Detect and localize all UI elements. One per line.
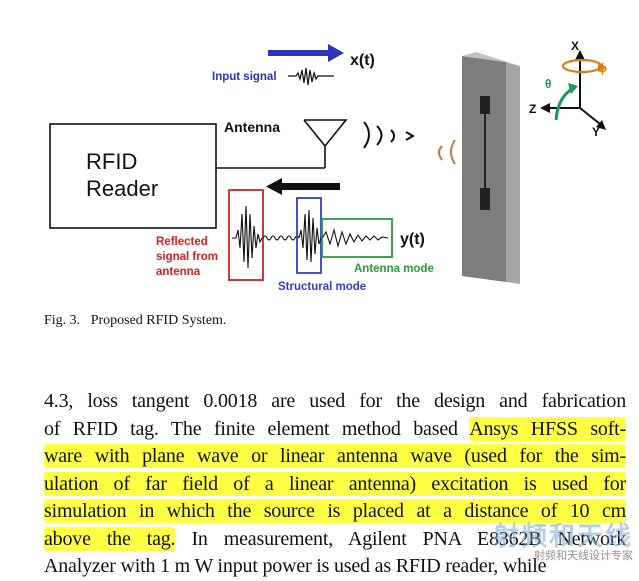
- metal-plate-with-tag: [462, 52, 520, 284]
- y-signal-label: y(t): [400, 231, 425, 248]
- reader-label-reader: Reader: [86, 176, 158, 201]
- tag-top-element: [480, 96, 490, 114]
- backscatter-wave-icon: [438, 139, 456, 165]
- coil-connector: [262, 235, 300, 241]
- phi-rotation-arrow: [561, 58, 603, 74]
- input-signal-arrow: [268, 44, 344, 62]
- axis-theta-label: θ: [545, 77, 552, 91]
- body-line: above the tag. In measurement, Agilent P…: [44, 526, 627, 551]
- structural-waveform: [298, 209, 322, 263]
- antenna-symbol: [303, 119, 348, 168]
- return-arrow: [266, 178, 340, 195]
- structural-mode-label: Structural mode: [278, 281, 366, 293]
- rfid-system-figure: x(t) Input signal RFID Reader Antenna y(…: [49, 39, 607, 293]
- body-line: of RFID tag. The finite element method b…: [44, 416, 626, 441]
- body-line: 4.3, loss tangent 0.0018 are used for th…: [44, 390, 626, 412]
- x-signal-label: x(t): [350, 52, 375, 69]
- reader-label-rfid: RFID: [86, 149, 137, 174]
- input-signal-waveform: [288, 67, 334, 86]
- outgoing-wave-icon: [363, 121, 416, 149]
- body-line: ware with plane wave or linear antenna w…: [44, 443, 626, 471]
- highlight: Ansys HFSS soft-: [469, 416, 626, 441]
- watermark: 射频和天线 射频和天线设计专家: [493, 524, 633, 561]
- reflected-label-1: Reflected: [156, 236, 208, 248]
- figure-caption-text: Proposed RFID System.: [90, 313, 227, 328]
- figure-caption: Fig. 3. Proposed RFID System.: [44, 313, 226, 329]
- reflected-signal-box: [228, 189, 264, 281]
- axis-phi-label: ϕ: [598, 61, 607, 75]
- body-line: ulation of far field of a linear antenna…: [44, 471, 626, 499]
- coordinate-axes: [540, 50, 606, 130]
- axis-y-label: Y: [592, 125, 600, 139]
- axis-x-label: X: [571, 39, 579, 53]
- structural-mode-box: [296, 197, 322, 274]
- highlight: ulation of far field of a linear antenna…: [44, 471, 626, 496]
- highlight: simulation in which the source is placed…: [44, 499, 626, 523]
- antenna-label: Antenna: [224, 119, 280, 135]
- reflected-waveform: [232, 205, 263, 269]
- watermark-subtitle: 射频和天线设计专家: [534, 549, 633, 562]
- highlight: above the tag.: [44, 526, 176, 551]
- antenna-mode-waveform: [321, 227, 389, 249]
- watermark-title: 射频和天线: [492, 522, 633, 552]
- tag-bottom-element: [480, 188, 490, 210]
- axis-z-label: Z: [529, 102, 536, 116]
- body-line: simulation in which the source is placed…: [44, 498, 626, 526]
- body-paragraph: 4.3, loss tangent 0.0018 are used for th…: [44, 388, 626, 581]
- figure-number: Fig. 3.: [44, 313, 81, 328]
- rfid-reader-box: [49, 123, 217, 229]
- input-signal-label: Input signal: [212, 71, 277, 83]
- antenna-mode-label: Antenna mode: [354, 263, 434, 275]
- reflected-label-2: signal from: [156, 251, 218, 263]
- reflected-label-3: antenna: [156, 266, 201, 278]
- highlight: ware with plane wave or linear antenna w…: [44, 444, 626, 468]
